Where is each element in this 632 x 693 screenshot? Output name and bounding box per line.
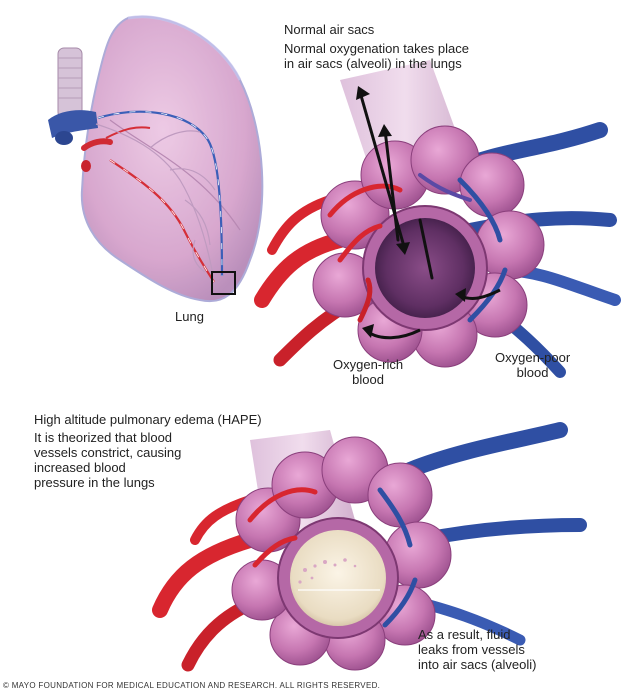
oxygen-poor-label: Oxygen-poor blood xyxy=(495,350,571,380)
hape-title: High altitude pulmonary edema (HAPE) xyxy=(34,412,262,427)
lung-illustration xyxy=(48,15,264,303)
hape-description: It is theorized that blood vessels const… xyxy=(34,430,182,490)
lung-label: Lung xyxy=(175,309,204,324)
normal-title: Normal air sacs xyxy=(284,22,375,37)
copyright-notice: © MAYO FOUNDATION FOR MEDICAL EDUCATION … xyxy=(3,681,381,690)
oxygen-rich-label: Oxygen-rich blood xyxy=(333,357,404,387)
normal-description: Normal oxygenation takes place in air sa… xyxy=(284,41,469,71)
hape-result: As a result, fluid leaks from vessels in… xyxy=(418,627,537,672)
zoom-region-box xyxy=(211,271,236,295)
hape-alveoli-illustration xyxy=(152,422,587,672)
normal-alveoli-illustration xyxy=(254,60,621,378)
fluid-filled-alveolus xyxy=(290,530,386,626)
